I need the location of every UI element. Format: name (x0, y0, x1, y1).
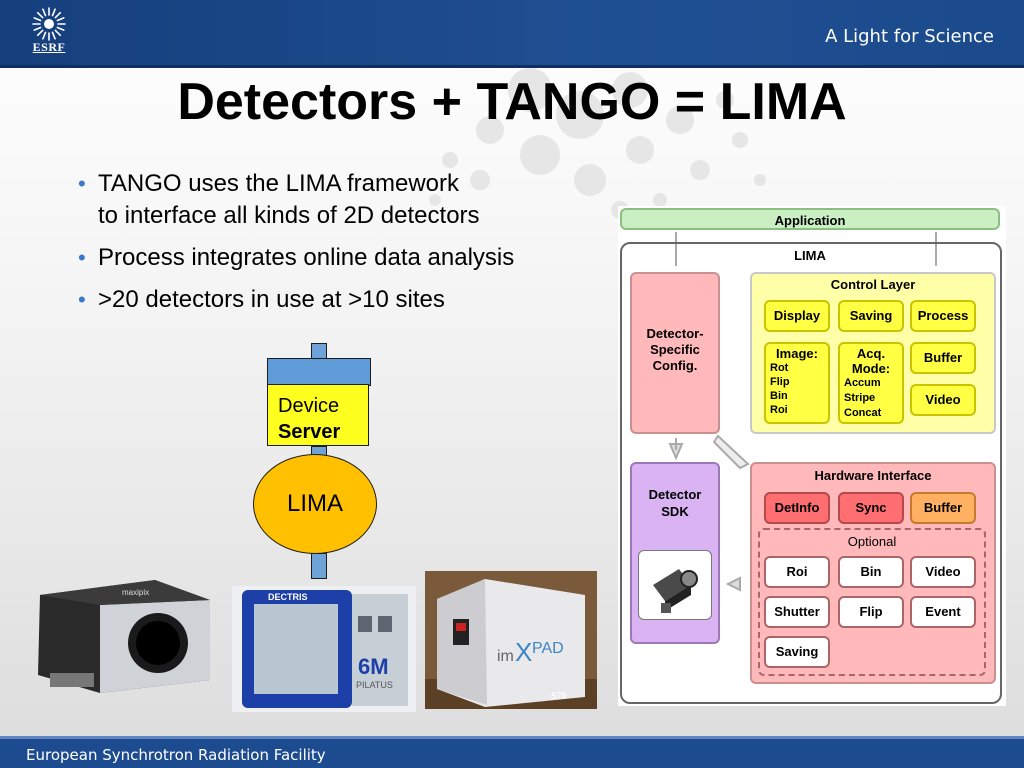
bullet-item: TANGO uses the LIMA framework to interfa… (76, 168, 616, 232)
roi-block: Roi (764, 556, 830, 588)
server-label: Server (278, 421, 341, 443)
event-block: Event (910, 596, 976, 628)
imxpad-x-label: X (515, 637, 532, 667)
optional-saving-block: Saving (764, 636, 830, 668)
bullet-text: TANGO uses the LIMA framework (98, 170, 459, 197)
display-block: Display (764, 300, 830, 332)
lima-container (620, 242, 1002, 704)
device-label: Device (278, 395, 340, 417)
application-bar: Application (620, 208, 1000, 230)
maxipix-label: maxipix (122, 588, 149, 597)
image-block: Image: Rot Flip Bin Roi (764, 342, 830, 424)
pilatus-detector-photo: DECTRIS 6M PILATUS (232, 586, 416, 712)
pilatus-name-label: PILATUS (356, 680, 393, 690)
device-server-cap (267, 358, 371, 386)
hw-buffer-block: Buffer (910, 492, 976, 524)
bin-block: Bin (838, 556, 904, 588)
image-items: Rot Flip Bin Roi (770, 362, 790, 416)
camera-icon (653, 569, 698, 613)
flip-block: Flip (838, 596, 904, 628)
hardware-interface-label: Hardware Interface (814, 468, 932, 483)
header-bar: ESRF A Light for Science (0, 0, 1024, 68)
footer-bar: European Synchrotron Radiation Facility (0, 736, 1024, 768)
lima-architecture-diagram: Application LIMA Detector- Specific Conf… (618, 206, 1006, 706)
tagline: A Light for Science (825, 26, 994, 47)
optional-area (758, 528, 986, 676)
process-block: Process (910, 300, 976, 332)
slide-title: Detectors + TANGO = LIMA (177, 73, 847, 131)
esrf-sunburst-icon (32, 7, 66, 41)
dectris-label: DECTRIS (268, 592, 308, 602)
lima-ellipse: LIMA (253, 454, 377, 554)
detinfo-block: DetInfo (764, 492, 830, 524)
video-block: Video (910, 384, 976, 416)
saving-block: Saving (838, 300, 904, 332)
imxpad-model-label: S70 (551, 691, 567, 702)
bullet-text-continued: to interface all kinds of 2D detectors (98, 202, 480, 229)
buffer-block: Buffer (910, 342, 976, 374)
acq-title: Acq. Mode: (851, 346, 891, 376)
imxpad-im-label: im (497, 648, 514, 665)
pilatus-model-label: 6M (358, 654, 389, 679)
pipe-bottom (311, 553, 327, 579)
control-layer-label: Control Layer (830, 277, 916, 292)
detector-sdk-image (638, 550, 712, 620)
bullet-item: Process integrates online data analysis (76, 242, 616, 274)
lima-container-label: LIMA (794, 248, 826, 263)
bullet-list: TANGO uses the LIMA framework to interfa… (76, 168, 616, 326)
image-title: Image: (776, 346, 818, 361)
maxipix-detector-photo: maxipix (30, 575, 215, 695)
acq-mode-block: Acq. Mode: Accum Stripe Concat (838, 342, 904, 424)
shutter-block: Shutter (764, 596, 830, 628)
bullet-text: >20 detectors in use at >10 sites (98, 286, 445, 313)
imxpad-detector-photo: im X PAD S70 (425, 571, 597, 709)
sync-block: Sync (838, 492, 904, 524)
esrf-logo: ESRF (22, 6, 76, 62)
bullet-text: Process integrates online data analysis (98, 244, 515, 271)
logo-text: ESRF (32, 40, 66, 54)
imxpad-pad-label: PAD (532, 640, 564, 657)
optional-label: Optional (847, 534, 897, 549)
device-server-box: Device Server (267, 384, 369, 446)
footer-text: European Synchrotron Radiation Facility (26, 746, 326, 764)
detector-specific-config: Detector- Specific Config. (630, 272, 720, 434)
optional-video-block: Video (910, 556, 976, 588)
diagram-arrows (668, 232, 937, 592)
lima-label: LIMA (286, 490, 343, 517)
bullet-item: >20 detectors in use at >10 sites (76, 284, 616, 316)
acq-items: Accum Stripe Concat (844, 377, 882, 419)
